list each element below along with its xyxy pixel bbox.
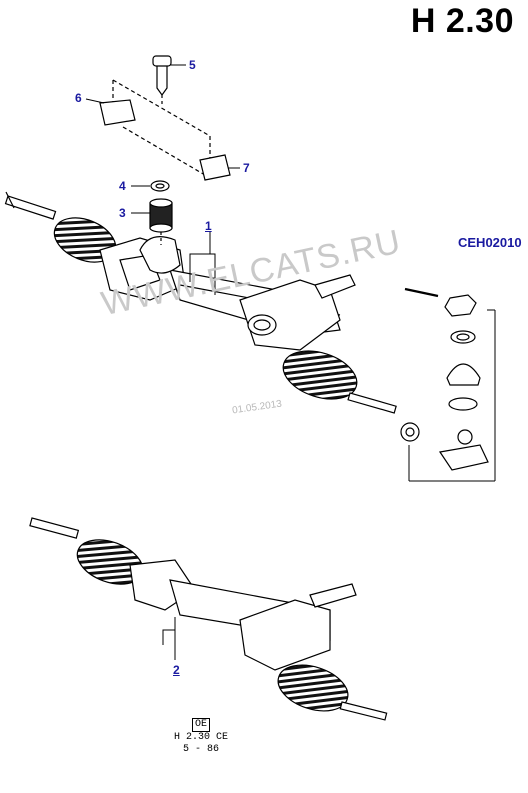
steering-rack-top	[4, 191, 420, 442]
tie-rod-left-lower	[29, 517, 80, 539]
footer-date: 5 - 86	[182, 744, 219, 755]
clip-part-7	[199, 154, 231, 181]
callout-1[interactable]: 1	[205, 219, 212, 233]
tie-rod-end	[438, 444, 489, 471]
tie-rod-right-lower	[339, 701, 388, 721]
tie-rod-end-parts	[404, 287, 496, 482]
callout-4[interactable]: 4	[119, 179, 126, 193]
bolt-head	[152, 55, 172, 67]
footer-block: OE H 2.30 CE 5 - 86	[173, 718, 229, 756]
clip-part-6	[99, 99, 136, 126]
tie-rod-left	[4, 195, 57, 220]
pinion-housing-lower	[239, 599, 331, 671]
footer-oe: OE	[191, 718, 210, 732]
boot	[446, 363, 481, 386]
bellows-right	[282, 350, 358, 400]
steering-rack-bottom	[29, 517, 388, 721]
page-title: H 2.30	[410, 2, 514, 40]
callout-3[interactable]: 3	[119, 206, 126, 220]
callout-7[interactable]: 7	[243, 161, 250, 175]
castle-nut	[444, 294, 477, 317]
retaining-ring	[448, 397, 478, 411]
callout-2[interactable]: 2	[173, 663, 180, 677]
leader-lines	[85, 64, 240, 660]
split-pin	[404, 287, 439, 298]
mount-stack	[99, 55, 231, 245]
callout-5[interactable]: 5	[189, 58, 196, 72]
bellows-right-lower	[277, 664, 349, 712]
tie-rod-right	[347, 392, 397, 414]
reference-code: CEH02010	[458, 235, 522, 250]
footer-code: H 2.30 CE	[173, 732, 228, 743]
clamp-bracket	[139, 236, 181, 274]
callout-6[interactable]: 6	[75, 91, 82, 105]
